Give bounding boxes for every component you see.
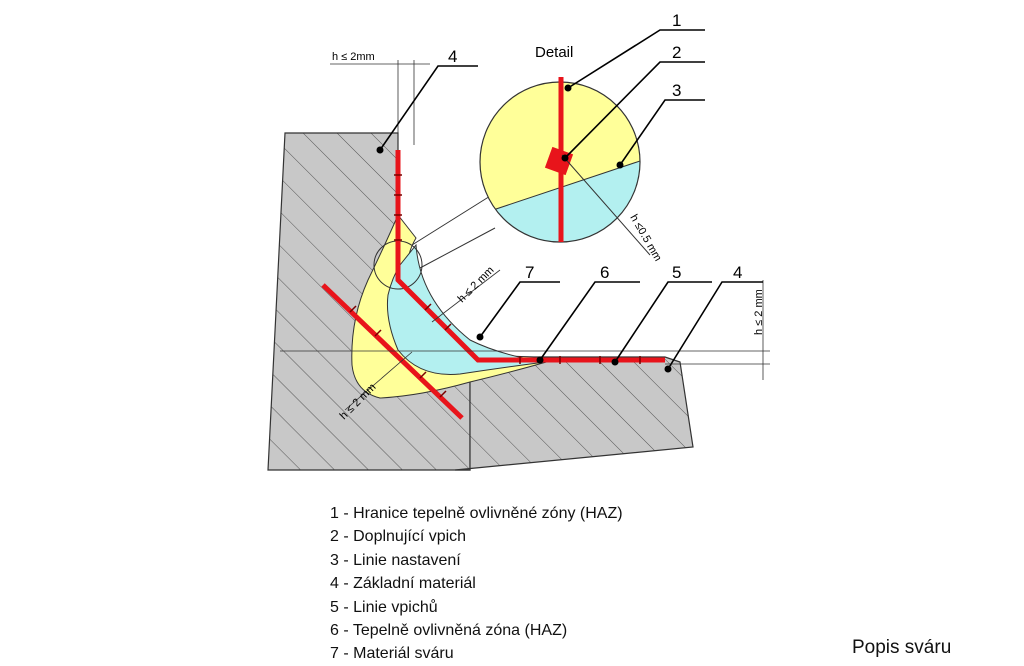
additional-puncture	[544, 146, 574, 176]
legend-item: 5 - Linie vpichů	[330, 598, 438, 616]
detail-dimension-label: h ≤0.5 mm	[627, 213, 663, 264]
callout-1: 1	[672, 11, 681, 30]
legend-item: 6 - Tepelně ovlivněná zóna (HAZ)	[330, 622, 568, 640]
legend-item: 3 - Linie nastavení	[330, 551, 461, 569]
legend: 1 - Hranice tepelně ovlivněné zóny (HAZ)…	[330, 502, 623, 666]
callout-leaders	[379, 29, 763, 370]
callout-3: 3	[672, 81, 681, 100]
callout-5: 5	[672, 263, 681, 282]
diag-dim-line-2	[344, 351, 413, 411]
callout-2: 2	[672, 43, 681, 62]
right-dimension-label: h ≤ 2 mm	[753, 289, 765, 335]
additional-puncture-line	[321, 283, 464, 420]
detail-setting-line	[561, 154, 651, 256]
detail-title: Detail	[535, 44, 573, 61]
legend-item: 1 - Hranice tepelně ovlivněné zóny (HAZ)	[330, 505, 623, 522]
callout-6: 6	[600, 263, 609, 282]
puncture-ticks	[349, 174, 641, 398]
callout-4-top: 4	[448, 47, 457, 66]
top-dimension	[330, 60, 430, 145]
callout-4-right: 4	[733, 263, 742, 282]
top-dimension-label: h ≤ 2mm	[332, 51, 375, 63]
zoom-connector-1	[411, 192, 496, 246]
right-dimension	[665, 280, 770, 380]
diag-dimension-label-1: h ≤ 2 mm	[456, 264, 497, 305]
weld-material	[387, 243, 546, 375]
figure-caption: Popis sváru	[852, 637, 952, 658]
zoom-connector-2	[419, 227, 496, 269]
legend-item: 4 - Základní materiál	[330, 575, 476, 593]
callout-7: 7	[525, 263, 534, 282]
weld-diagram: Detail h ≤ 2mm h ≤ 2 mm h ≤ 2 mm h ≤ 2 m…	[267, 11, 770, 471]
legend-item: 7 - Materiál sváru	[330, 645, 454, 663]
base-material-right	[454, 356, 694, 471]
callout-dots	[376, 84, 672, 373]
diag-dim-line-1	[431, 269, 501, 323]
legend-item: 2 - Doplnující vpich	[330, 528, 467, 546]
